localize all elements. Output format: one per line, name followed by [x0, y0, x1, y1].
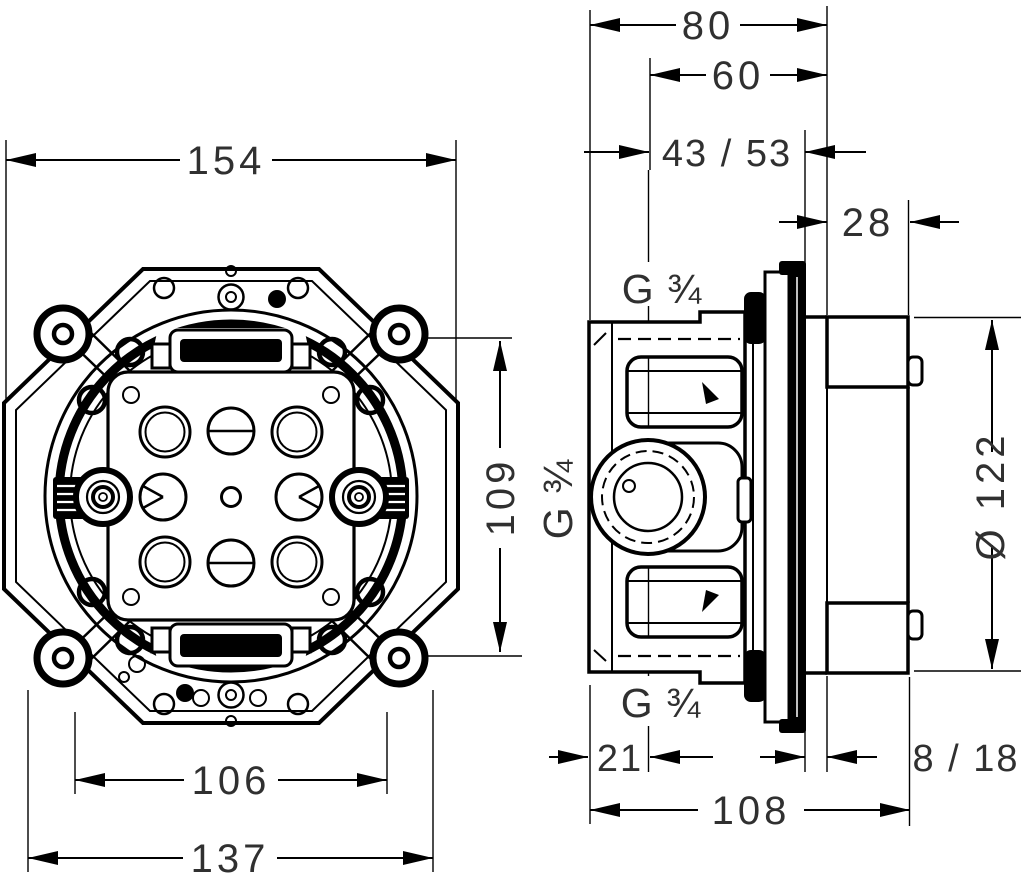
bottom-union	[625, 565, 744, 639]
left-clamp	[53, 467, 133, 527]
dim-8-18-label: 8 / 18	[912, 738, 1019, 780]
side-view	[587, 170, 924, 772]
front-view	[1, 265, 460, 727]
seal-plate	[763, 270, 791, 724]
valve-cartridge	[589, 438, 707, 556]
port-grid	[138, 405, 324, 589]
bottom-fixing-tab	[150, 622, 312, 668]
dim-80-label: 80	[682, 4, 735, 48]
dim-diameter-122-label: Ø 122	[969, 432, 1013, 561]
top-fixing-tab	[150, 328, 312, 374]
dimensions: 154 80 60 43 / 53 28 109 G ¾ Ø 122 106	[6, 4, 1019, 881]
thread-bottom-label: G ¾	[621, 680, 701, 726]
dim-108-label: 108	[712, 789, 791, 833]
dim-154-label: 154	[187, 139, 266, 183]
dim-28-label: 28	[842, 201, 895, 245]
edge-screw-holes	[152, 265, 310, 727]
dim-109-label: 109	[479, 458, 523, 537]
top-union	[625, 355, 744, 429]
plate-corner-holes	[118, 386, 340, 683]
plaster-shield	[806, 315, 924, 675]
dim-21-label: 21	[597, 738, 643, 780]
thread-side-label: G ¾	[535, 459, 581, 539]
dim-137-label: 137	[191, 837, 270, 881]
right-clamp	[329, 467, 409, 527]
dim-43-53-label: 43 / 53	[662, 133, 792, 175]
dim-106-label: 106	[192, 759, 271, 803]
dim-60-label: 60	[712, 54, 765, 98]
thread-top-label: G ¾	[622, 266, 702, 312]
flange-inner-outline	[15, 280, 447, 712]
